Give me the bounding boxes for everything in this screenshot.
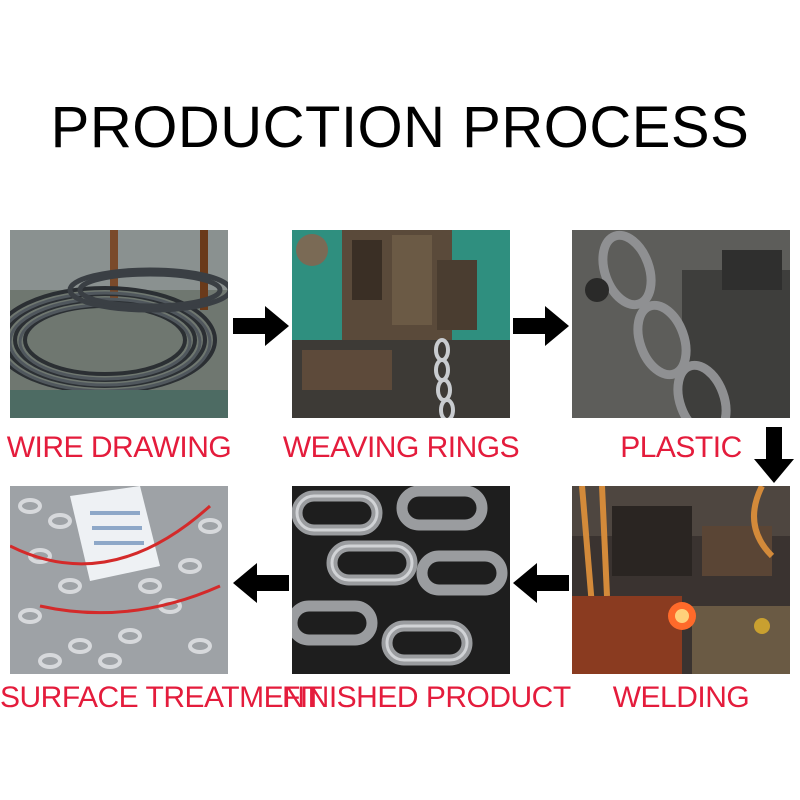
arrow-down-icon [754,427,794,483]
step-label-plastic: PLASTIC [620,431,742,464]
arrow-left-icon [513,563,569,603]
galvanized-chain-pile-photo [10,486,228,674]
chain-weaving-machine-photo [292,230,510,418]
welding-machine-photo [572,486,790,674]
arrow-right-icon [233,306,289,346]
steel-chain-links-photo [292,486,510,674]
step-label-weaving-rings: WEAVING RINGS [282,431,520,464]
wire-coils-photo [10,230,228,418]
page-title: PRODUCTION PROCESS [50,95,750,160]
arrow-right-icon [513,306,569,346]
chain-forming-photo [572,230,790,418]
arrow-left-icon [233,563,289,603]
step-label-surface-treatment: SURFACE TREATMENT [0,681,323,714]
step-label-welding: WELDING [612,681,750,714]
step-label-wire-drawing: WIRE DRAWING [6,431,232,464]
step-label-finished-product: FINISHED PRODUCT [282,681,571,714]
